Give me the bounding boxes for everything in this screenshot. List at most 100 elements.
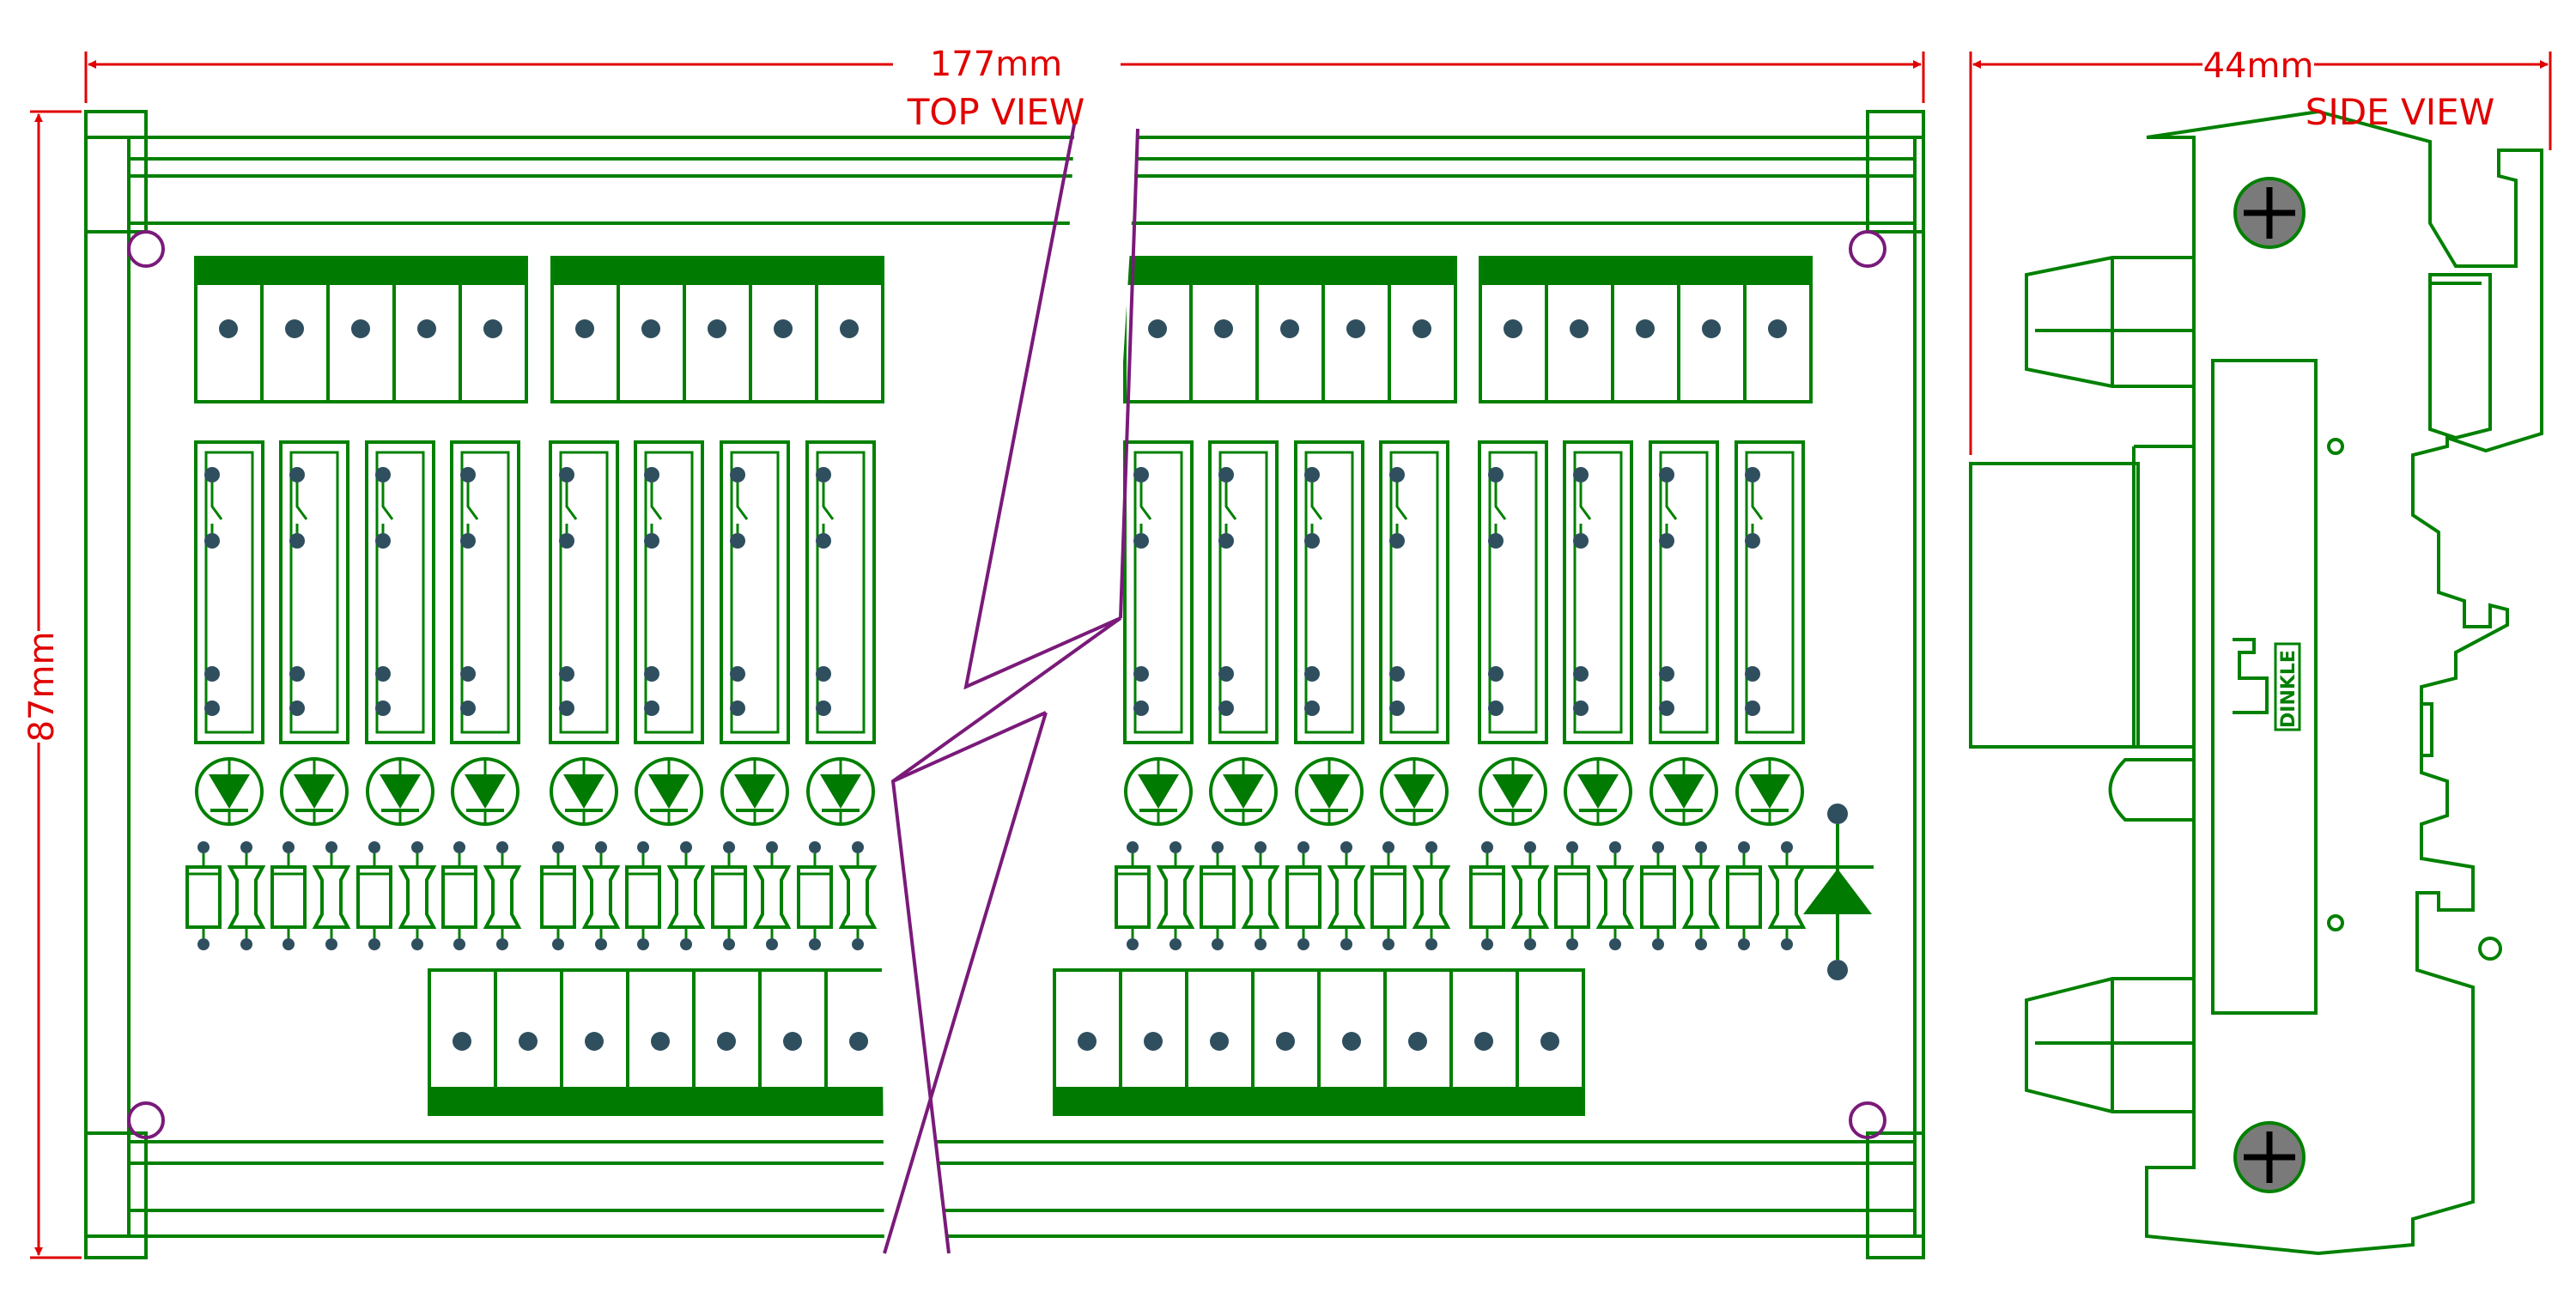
passive-pin <box>453 841 465 853</box>
led-arrow <box>1309 774 1350 809</box>
terminal-screw <box>483 319 502 338</box>
relay-pin <box>1133 533 1149 549</box>
bottom-terminal-blocks <box>428 968 1585 1116</box>
relay-contact <box>381 482 394 533</box>
side-relay-block <box>1969 462 2140 749</box>
terminal-screw <box>1144 1032 1163 1051</box>
passive-pin <box>595 938 607 950</box>
relay <box>1379 440 1449 744</box>
terminal-screw <box>1413 319 1431 338</box>
relay-pin <box>289 467 305 482</box>
relay-pin <box>1389 701 1405 716</box>
relay-pin <box>1389 666 1405 682</box>
resistor-diode-pair <box>356 841 437 950</box>
passive-pin <box>1652 841 1664 853</box>
relay <box>1649 440 1719 744</box>
passive-pin <box>1609 938 1621 950</box>
terminal-screw <box>1214 319 1233 338</box>
led <box>720 757 789 826</box>
relay <box>365 440 435 744</box>
led <box>366 757 434 826</box>
diode-body <box>356 865 392 929</box>
relay <box>1478 440 1548 744</box>
mounting-holes <box>127 230 1886 1139</box>
bottom-terminal-footer <box>1054 1087 1583 1114</box>
relay-pin <box>204 467 220 482</box>
passive-pin <box>595 841 607 853</box>
relay-contact <box>1395 482 1408 533</box>
led <box>1380 757 1449 826</box>
led <box>1209 757 1278 826</box>
relay-pin <box>816 666 831 682</box>
terminal-screw <box>717 1032 736 1051</box>
relay <box>1735 440 1805 744</box>
side-led <box>2108 758 2194 822</box>
side-view-label: SIDE VIEW <box>2306 91 2494 133</box>
relay-pin <box>730 666 745 682</box>
terminal-screw <box>1570 319 1589 338</box>
passive-pin <box>1127 841 1139 853</box>
terminal-screw <box>783 1032 802 1051</box>
relay-contact <box>565 482 578 533</box>
passive-pin <box>1425 841 1437 853</box>
passive-pin <box>1781 938 1793 950</box>
passive-pin <box>411 938 423 950</box>
resistor-diode-pair <box>185 841 266 950</box>
passive-pin <box>1481 938 1493 950</box>
terminal-block <box>550 256 884 403</box>
resistor-diode-pair <box>441 841 522 950</box>
passive-pin <box>1212 841 1224 853</box>
diode-body <box>1469 865 1505 929</box>
relay-pin <box>1573 666 1589 682</box>
led-arrow <box>465 774 506 809</box>
relay-contact <box>1494 482 1507 533</box>
resistor-body <box>398 865 437 929</box>
relay-pin <box>289 666 305 682</box>
relay-pin <box>1659 701 1674 716</box>
relay-inner <box>730 451 780 734</box>
passive-pin <box>1738 938 1750 950</box>
passive-pin <box>197 938 210 950</box>
resistor-diode-pair <box>797 841 878 950</box>
terminal-screw <box>519 1032 538 1051</box>
relay-body <box>194 440 264 744</box>
led-arrow <box>1492 774 1534 809</box>
terminal-screw <box>774 319 793 338</box>
relay-contact <box>1139 482 1152 533</box>
relay-contact <box>1751 482 1764 533</box>
relay <box>279 440 349 744</box>
passive-pin <box>1340 841 1352 853</box>
passive-pin <box>240 938 252 950</box>
resistor-body <box>1241 865 1280 929</box>
terminal-screw <box>1078 1032 1097 1051</box>
resistor-body <box>227 865 266 929</box>
passive-pin <box>1695 938 1707 950</box>
passive-pin <box>1212 938 1224 950</box>
resistor-diode-pair <box>1640 841 1721 950</box>
terminal-block <box>1123 256 1457 403</box>
relay-body <box>1563 440 1633 744</box>
relay-pin <box>1133 467 1149 482</box>
led <box>1735 757 1804 826</box>
relay-pin <box>1304 666 1320 682</box>
terminal-screw <box>1636 319 1655 338</box>
relay-pin <box>1488 533 1504 549</box>
relay-pin <box>1218 666 1234 682</box>
relay-inner <box>1389 451 1439 734</box>
relay-pin <box>1218 467 1234 482</box>
relays <box>194 440 1805 744</box>
resistor-diode-pair <box>270 841 351 950</box>
resistor-diode-pair <box>1554 841 1635 950</box>
height-dimension: 87mm <box>22 632 62 743</box>
bottom-terminal-block <box>1053 968 1585 1116</box>
led-arrow <box>648 774 690 809</box>
relay-pin <box>559 533 574 549</box>
resistor-body <box>581 865 621 929</box>
diode-body <box>1554 865 1590 929</box>
relay-inner <box>1304 451 1354 734</box>
terminal-screw <box>1276 1032 1295 1051</box>
led <box>1649 757 1718 826</box>
passive-pin <box>1481 841 1493 853</box>
passive-pin <box>411 841 423 853</box>
relay-body <box>634 440 704 744</box>
